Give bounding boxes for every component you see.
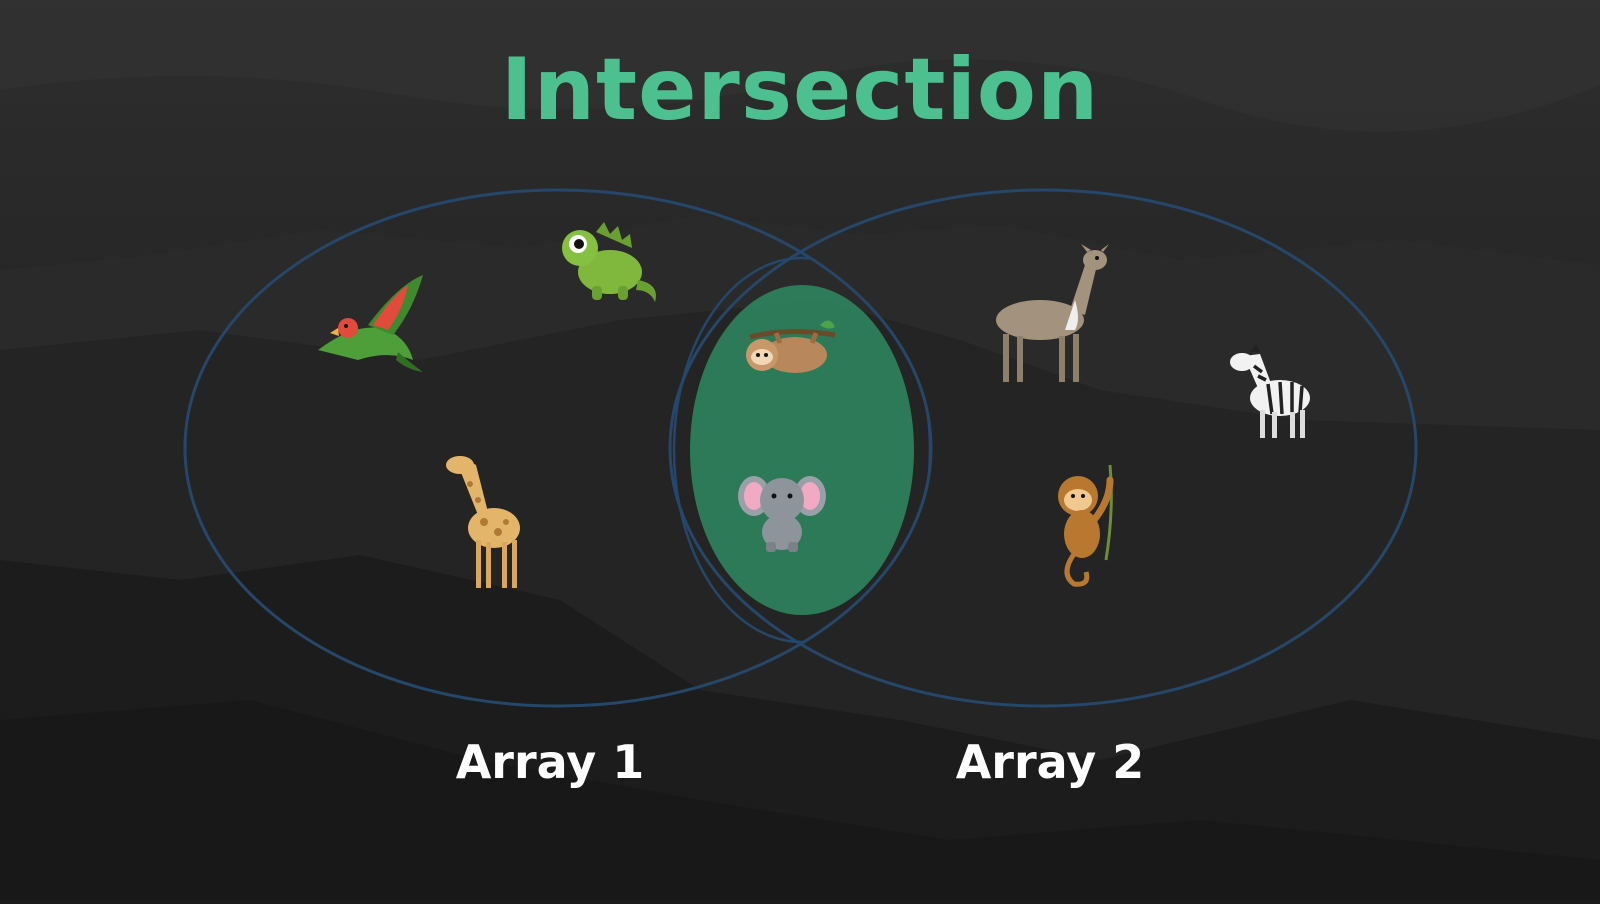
elephant-icon <box>738 476 826 552</box>
intersection-inner-ring <box>672 256 931 644</box>
array-1-label: Array 1 <box>455 735 645 789</box>
giraffe-icon <box>446 456 520 588</box>
sloth-icon <box>746 320 836 373</box>
page-title: Intersection <box>500 40 1100 140</box>
monkey-icon <box>1058 464 1114 587</box>
array-2-label: Array 2 <box>955 735 1145 789</box>
iguana-icon <box>562 222 656 302</box>
parrot-icon <box>318 275 423 372</box>
deer-icon <box>996 244 1109 382</box>
zebra-icon <box>1230 344 1310 438</box>
array-2-circle <box>668 188 1418 708</box>
intersection-region <box>690 285 914 615</box>
